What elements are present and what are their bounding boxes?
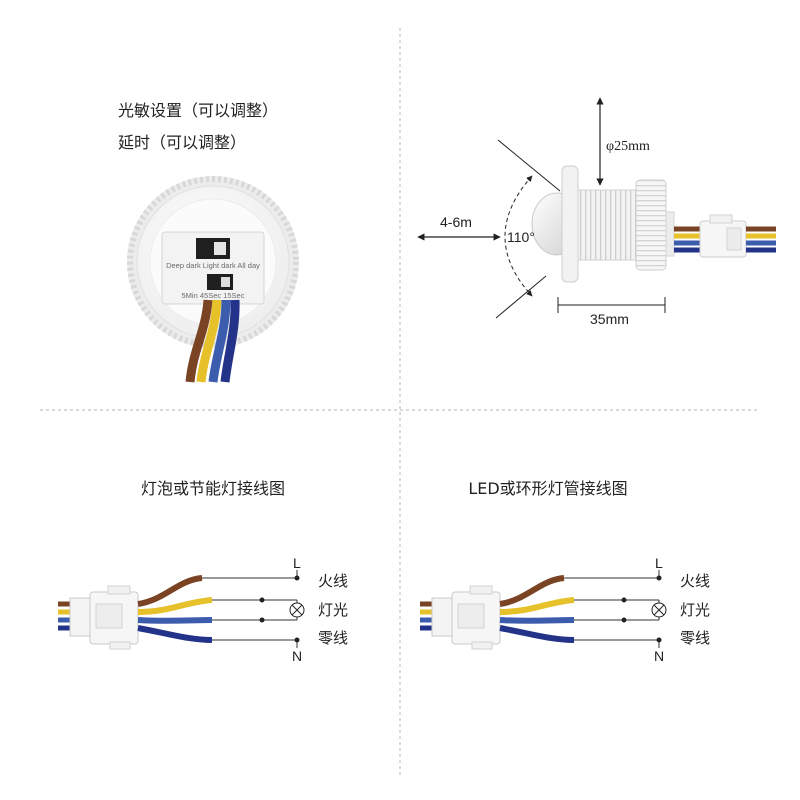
side-wires-in xyxy=(674,226,702,253)
length-label: 35mm xyxy=(590,311,629,327)
output-wires xyxy=(137,575,213,643)
output-wires xyxy=(499,575,575,643)
back-wire-bundle xyxy=(185,299,240,383)
wire-yellow xyxy=(499,597,575,615)
wire-blue xyxy=(137,617,213,624)
junction-dot xyxy=(294,575,300,581)
junction-dot xyxy=(259,617,265,623)
back-cap xyxy=(665,211,675,257)
connector-socket xyxy=(95,603,123,629)
connector-foot xyxy=(109,641,131,650)
wiring-diagram-title: LED或环形灯管接线图 xyxy=(468,479,627,498)
lamp-symbol-icon xyxy=(651,602,667,618)
light-wire-label: 灯光 xyxy=(318,601,348,619)
neutral-wire-label: 零线 xyxy=(680,629,710,647)
sensor-side-view xyxy=(531,165,776,283)
connector-male-part xyxy=(431,597,455,637)
wiring-diagram-led: LED或环形灯管接线图 xyxy=(420,479,710,664)
junction-dot xyxy=(621,617,627,623)
neutral-wire-label: 零线 xyxy=(318,629,348,647)
locking-nut xyxy=(635,179,667,271)
junction-dot xyxy=(656,637,662,643)
detection-cone-upper-edge xyxy=(497,139,561,192)
light-switch-labels: Deep dark Light dark All day xyxy=(166,261,260,270)
threaded-body xyxy=(577,189,637,261)
sensor-serrated-edge xyxy=(127,176,299,348)
live-wire-label: 火线 xyxy=(318,572,348,590)
delay-switch-labels: 5Min 45Sec 15Sec xyxy=(182,291,245,300)
wire-navy xyxy=(499,625,575,643)
wire-yellow xyxy=(137,597,213,615)
connector-latch xyxy=(709,214,733,224)
side-wires-out xyxy=(746,226,776,253)
connector-latch xyxy=(107,585,131,595)
neutral-terminal-label: N xyxy=(654,648,664,664)
live-wire-label: 火线 xyxy=(680,572,710,590)
delay-setting-text: 延时（可以调整） xyxy=(118,133,246,152)
connector-latch xyxy=(469,585,493,595)
detection-angle-arc xyxy=(504,175,533,297)
connector-socket xyxy=(726,227,742,251)
wire-navy xyxy=(220,299,240,383)
delay-switch-slider xyxy=(221,277,230,287)
wire-brown xyxy=(499,575,565,607)
light-switch-slider xyxy=(214,242,226,255)
wire-brown xyxy=(185,299,213,383)
diameter-label: φ25mm xyxy=(606,139,650,154)
junction-dot xyxy=(259,597,265,603)
wiring-diagram-bulb: 灯泡或节能灯接线图 xyxy=(58,479,348,664)
junction-dot xyxy=(656,575,662,581)
light-sensitivity-setting-text: 光敏设置（可以调整） xyxy=(118,101,278,120)
detection-range-label: 4-6m xyxy=(440,214,472,230)
junction-dot xyxy=(294,637,300,643)
light-wire-label: 灯光 xyxy=(680,601,710,619)
wiring-diagram-title: 灯泡或节能灯接线图 xyxy=(141,479,285,498)
circuit-lines xyxy=(202,570,305,648)
lamp-symbol-icon xyxy=(289,602,305,618)
connector-male-part xyxy=(69,597,93,637)
wire-navy xyxy=(137,625,213,643)
front-flange xyxy=(561,165,579,283)
wire-blue xyxy=(208,299,231,383)
connector-plug-icon xyxy=(699,214,747,258)
junction-dot xyxy=(621,597,627,603)
connector-foot xyxy=(471,641,493,650)
neutral-terminal-label: N xyxy=(292,648,302,664)
connector-plug-icon xyxy=(69,585,139,650)
sensor-back-view: Deep dark Light dark All day 5Min 45Sec … xyxy=(127,176,299,383)
wire-yellow xyxy=(196,299,222,383)
wire-blue xyxy=(499,617,575,624)
live-terminal-label: L xyxy=(293,555,301,571)
connector-socket xyxy=(457,603,485,629)
live-terminal-label: L xyxy=(655,555,663,571)
detection-angle-label: 110° xyxy=(507,229,535,245)
connector-plug-icon xyxy=(431,585,501,650)
detection-cone-lower-edge xyxy=(495,275,547,319)
circuit-lines xyxy=(564,570,667,648)
wire-brown xyxy=(137,575,203,607)
